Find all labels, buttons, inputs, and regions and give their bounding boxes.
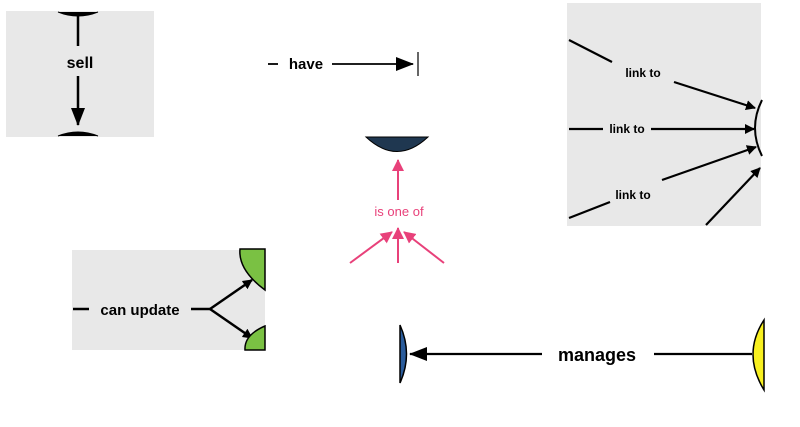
link-to-edge-3b (661, 145, 757, 182)
is-one-of-edge-right (403, 231, 445, 264)
can-update-panel (72, 250, 265, 350)
link-to-edge-1a (568, 39, 613, 63)
link-to-label-3: link to (615, 188, 650, 202)
green-node-top (239, 248, 266, 292)
manages-source-node (752, 317, 765, 393)
is-one-of-label: is one of (374, 204, 424, 219)
link-target-node-edge (754, 99, 763, 157)
is-one-of-edge-left (349, 231, 393, 264)
link-to-edge-1b (673, 80, 756, 111)
link-to-label-1: link to (625, 66, 660, 80)
manages-target-node (399, 324, 408, 384)
link-to-label-2: link to (609, 122, 644, 136)
can-update-edge-down (209, 307, 253, 340)
green-node-bottom (244, 324, 266, 351)
manages-label: manages (558, 345, 636, 365)
is-one-of-target-node (364, 136, 430, 152)
can-update-edge-up (209, 278, 253, 311)
link-to-edge-3a (568, 200, 611, 220)
sell-label: sell (67, 55, 94, 72)
have-label: have (289, 56, 323, 73)
link-to-edge-4 (705, 167, 761, 226)
can-update-label: can update (100, 302, 179, 319)
link-panel (567, 3, 761, 226)
sell-target-node-edge (57, 131, 99, 137)
